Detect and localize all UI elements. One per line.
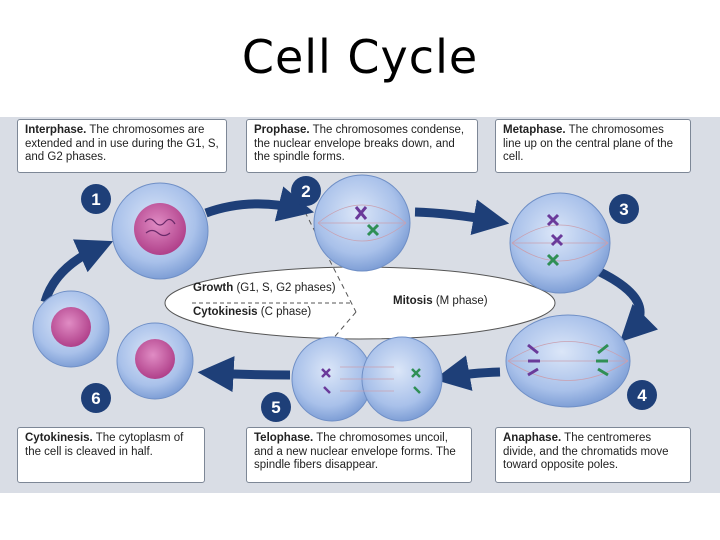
telophase-caption: Telophase. The chromosomes uncoil, and a… — [246, 427, 472, 483]
growth-label-bold: Growth — [193, 282, 234, 294]
step-badge-1: 1 — [81, 184, 111, 214]
arrow-1-to-2 — [204, 186, 315, 222]
prophase-caption: Prophase. The chromosomes condense, the … — [246, 119, 478, 173]
step-number-2: 2 — [301, 182, 310, 201]
step-badge-4: 4 — [627, 380, 657, 410]
cytokinesis-text: The cytoplasm of the cell is cleaved in … — [25, 432, 184, 458]
phase-divider-top — [304, 211, 357, 313]
cytokinesis-label-rest: (C phase) — [260, 306, 312, 318]
step-badge-2: 2 — [291, 176, 321, 206]
telophase-cell — [291, 336, 443, 422]
interphase-cell — [111, 182, 209, 280]
step-badge-3: 3 — [609, 194, 639, 224]
step-number-3: 3 — [619, 200, 628, 219]
prophase-cell — [313, 174, 411, 272]
metaphase-caption: Metaphase. The chromosomes line up on th… — [495, 119, 691, 173]
arrow-5-to-6 — [197, 356, 291, 393]
prophase-text: The chromosomes condense, the nuclear en… — [254, 124, 465, 163]
arrow-4-to-5 — [433, 355, 501, 391]
cytokinesis-caption: Cytokinesis. The cytoplasm of the cell i… — [17, 427, 205, 483]
mitosis-label: Mitosis (M phase) — [393, 295, 488, 307]
step-number-4: 4 — [637, 386, 647, 405]
anaphase-text: The centromeres divide, and the chromati… — [503, 432, 669, 471]
cytokinesis-heading: Cytokinesis. — [25, 432, 93, 444]
metaphase-cell — [509, 192, 611, 294]
metaphase-heading: Metaphase. — [503, 124, 566, 136]
mitosis-label-rest: (M phase) — [435, 295, 488, 307]
arrow-3-to-4 — [597, 267, 658, 343]
mitosis-label-bold: Mitosis — [393, 295, 433, 307]
growth-label: Growth (G1, S, G2 phases) — [193, 282, 336, 294]
slide-title: Cell Cycle — [241, 30, 479, 84]
step-number-6: 6 — [91, 389, 100, 408]
telophase-heading: Telophase. — [254, 432, 314, 444]
anaphase-heading: Anaphase. — [503, 432, 562, 444]
arrow-6-to-1 — [40, 239, 114, 304]
cytokinesis-cells — [32, 290, 194, 400]
metaphase-text: The chromosomes line up on the central p… — [503, 124, 674, 163]
anaphase-caption: Anaphase. The centromeres divide, and th… — [495, 427, 691, 483]
telophase-text: The chromosomes uncoil, and a new nuclea… — [254, 432, 456, 471]
anaphase-cell — [505, 314, 631, 408]
step-number-1: 1 — [91, 190, 100, 209]
prophase-heading: Prophase. — [254, 124, 310, 136]
cell-cycle-figure: 1 2 3 4 5 6 Interphase. The chromosomes … — [0, 117, 720, 493]
step-number-5: 5 — [271, 398, 280, 417]
step-badge-5: 5 — [261, 392, 291, 422]
arrow-2-to-3 — [414, 199, 510, 235]
cytokinesis-label-bold: Cytokinesis — [193, 306, 258, 318]
interphase-text: The chromosomes are extended and in use … — [25, 124, 219, 163]
step-badge-6: 6 — [81, 383, 111, 413]
cell-cycle-diagram: 1 2 3 4 5 6 — [32, 174, 658, 422]
cytokinesis-label: Cytokinesis (C phase) — [193, 306, 311, 318]
interphase-caption: Interphase. The chromosomes are extended… — [17, 119, 227, 173]
growth-label-rest: (G1, S, G2 phases) — [236, 282, 336, 294]
interphase-heading: Interphase. — [25, 124, 87, 136]
